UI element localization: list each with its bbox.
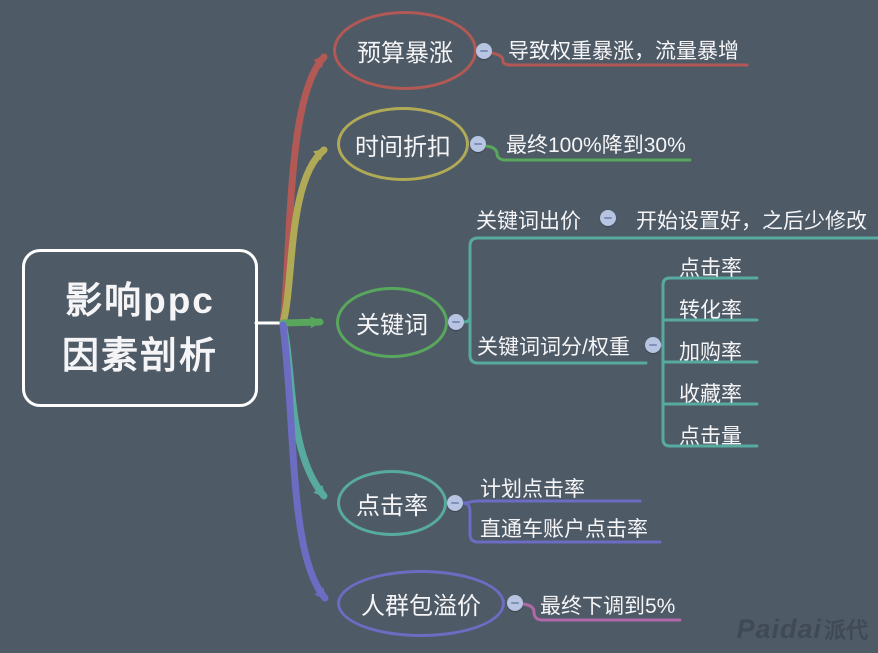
connector-keyword [279, 316, 324, 329]
watermark-logo: Paidai 派代 [736, 613, 868, 645]
bracket-keyword-bottom [468, 314, 648, 365]
leaf-account-ctr[interactable]: 直通车账户点击率 [480, 518, 648, 541]
node-keyword-label: 关键词 [356, 312, 428, 339]
collapse-button-keyword[interactable] [448, 314, 464, 330]
collapse-button-time[interactable] [470, 136, 486, 152]
underline-time-note [484, 144, 692, 162]
node-time-discount[interactable]: 时间折扣 [337, 107, 469, 181]
minus-icon [604, 217, 612, 219]
connector-time [279, 146, 328, 327]
underline-budget-note [489, 51, 749, 67]
collapse-button-crowd[interactable] [507, 595, 523, 611]
root-title-line1: 影响ppc [65, 280, 215, 321]
leaf-item-favorite-rate[interactable]: 收藏率 [679, 383, 742, 406]
node-budget-spike-label: 预算暴涨 [357, 40, 453, 67]
node-crowd-premium-label: 人群包溢价 [361, 593, 481, 620]
leaf-time-note[interactable]: 最终100%降到30% [506, 134, 686, 157]
node-crowd-premium[interactable]: 人群包溢价 [337, 570, 505, 637]
leaf-plan-ctr[interactable]: 计划点击率 [480, 478, 585, 501]
minus-icon [451, 502, 459, 504]
root-node[interactable]: 影响ppc 因素剖析 [22, 249, 258, 407]
minus-icon [474, 143, 482, 145]
bracket-ctr-bottom [462, 501, 662, 544]
minus-icon [480, 50, 488, 52]
leaf-item-cart-rate[interactable]: 加购率 [679, 341, 742, 364]
leaf-item-click-rate[interactable]: 点击率 [679, 257, 742, 280]
minus-icon [511, 602, 519, 604]
minus-icon [649, 344, 657, 346]
node-budget-spike[interactable]: 预算暴涨 [333, 11, 477, 90]
connector-crowd [279, 321, 329, 602]
underline-crowd-note [521, 602, 682, 622]
leaf-item-conversion-rate[interactable]: 转化率 [679, 299, 742, 322]
leaf-keyword-weight[interactable]: 关键词词分/权重 [477, 336, 630, 359]
node-click-rate-label: 点击率 [356, 492, 428, 520]
watermark-latin: Paidai [736, 614, 822, 644]
leaf-keyword-bid-note[interactable]: 开始设置好，之后少修改 [636, 210, 867, 233]
leaf-keyword-bid[interactable]: 关键词出价 [476, 210, 581, 233]
collapse-button-ctr[interactable] [447, 495, 463, 511]
leaf-crowd-note[interactable]: 最终下调到5% [540, 595, 676, 618]
leaf-budget-note[interactable]: 导致权重暴涨，流量暴增 [508, 40, 739, 63]
root-title-line2: 因素剖析 [62, 335, 218, 376]
leaf-item-click-volume[interactable]: 点击量 [679, 425, 742, 448]
collapse-button-keyword-bid[interactable] [600, 210, 616, 226]
bracket-keyword-top [462, 236, 878, 324]
node-time-discount-label: 时间折扣 [355, 133, 451, 161]
collapse-button-keyword-weight[interactable] [645, 337, 661, 353]
node-click-rate[interactable]: 点击率 [337, 470, 447, 536]
minus-icon [452, 321, 460, 323]
collapse-button-budget[interactable] [476, 43, 492, 59]
watermark-cjk: 派代 [823, 618, 868, 643]
node-keyword[interactable]: 关键词 [336, 287, 448, 358]
